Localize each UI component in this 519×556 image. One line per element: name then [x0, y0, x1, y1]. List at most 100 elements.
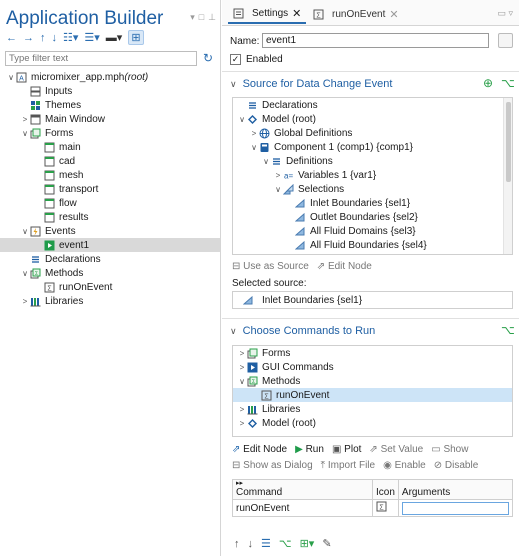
app-tree-item[interactable]: Declarations: [0, 252, 220, 266]
disable-button[interactable]: ⊘ Disable: [433, 460, 479, 471]
add-command-icon[interactable]: ⌥: [278, 538, 292, 550]
app-tree-item[interactable]: flow: [0, 196, 220, 210]
selected-source-field[interactable]: Inlet Boundaries {sel1}: [232, 291, 513, 309]
close-icon[interactable]: ✕: [292, 7, 302, 20]
chevron-right-icon[interactable]: >: [239, 404, 245, 414]
name-lookup-button[interactable]: [498, 33, 513, 48]
table-options-icon[interactable]: ⊞▾: [299, 538, 315, 550]
tree-options-icon[interactable]: ⌥: [501, 323, 515, 337]
chevron-down-icon[interactable]: ∨: [275, 184, 281, 194]
set-value-button[interactable]: ⇗ Set Value: [369, 444, 424, 455]
app-tree-item[interactable]: cad: [0, 154, 220, 168]
tab-settings[interactable]: Settings ✕: [228, 4, 307, 24]
app-tree-item[interactable]: Themes: [0, 98, 220, 112]
arrow-right-icon[interactable]: →: [23, 31, 34, 44]
tree-options-icon[interactable]: ⌥: [501, 76, 515, 90]
maximize-icon[interactable]: □: [198, 12, 205, 22]
show-as-dialog-button[interactable]: ⊟ Show as Dialog: [232, 460, 313, 471]
arrow-left-icon[interactable]: ←: [6, 31, 17, 44]
chevron-down-icon[interactable]: ▾: [190, 12, 195, 22]
chevron-down-icon[interactable]: ∨: [239, 376, 245, 386]
app-tree-item[interactable]: Inputs: [0, 84, 220, 98]
source-tree-item[interactable]: Inlet Boundaries {sel1}: [233, 196, 512, 210]
commands-tree-item[interactable]: >Model (root): [233, 416, 512, 430]
arguments-field[interactable]: [401, 501, 509, 515]
show-button[interactable]: ▭ Show: [431, 444, 469, 455]
pin-icon[interactable]: ⊥: [208, 12, 216, 22]
source-tree-item[interactable]: >a=Variables 1 {var1}: [233, 168, 512, 182]
app-tree-item[interactable]: >Libraries: [0, 294, 220, 308]
chevron-right-icon[interactable]: >: [251, 128, 257, 138]
column-header-arguments[interactable]: Arguments: [397, 479, 514, 500]
move-down-icon[interactable]: ↓: [247, 537, 254, 550]
edit-node-button[interactable]: ⇗ Edit Node: [316, 261, 372, 272]
chevron-down-icon[interactable]: ∨: [8, 72, 14, 82]
edit-node-button[interactable]: ⇗ Edit Node: [232, 444, 288, 455]
chevron-right-icon[interactable]: >: [239, 418, 245, 428]
app-tree-item[interactable]: ∨Events: [0, 224, 220, 238]
app-tree-item[interactable]: results: [0, 210, 220, 224]
source-tree-item[interactable]: Declarations: [233, 98, 512, 112]
use-as-source-button[interactable]: ⊟ Use as Source: [232, 261, 309, 272]
chevron-right-icon[interactable]: >: [275, 170, 281, 180]
chevron-down-icon[interactable]: ∨: [22, 268, 28, 278]
commands-tree-item[interactable]: >Forms: [233, 346, 512, 360]
icon-cell[interactable]: Σ: [372, 499, 399, 517]
delete-rows-icon[interactable]: ☰: [261, 538, 271, 550]
column-header-icon[interactable]: Icon: [372, 479, 399, 500]
chevron-right-icon[interactable]: >: [22, 114, 28, 124]
collapse-all-icon[interactable]: ☰▾: [84, 32, 100, 44]
arrow-down-icon[interactable]: ↓: [51, 31, 58, 44]
table-row[interactable]: runOnEvent Σ: [232, 499, 514, 517]
add-node-icon[interactable]: ▬▾: [105, 32, 123, 44]
source-tree-item[interactable]: ∨Component 1 (comp1) {comp1}: [233, 140, 512, 154]
command-cell[interactable]: runOnEvent: [232, 499, 373, 517]
chevron-right-icon[interactable]: >: [22, 296, 28, 306]
source-tree-item[interactable]: All Fluid Domains {sel3}: [233, 224, 512, 238]
enable-button[interactable]: ◉ Enable: [383, 460, 426, 471]
arrow-up-icon[interactable]: ↑: [40, 31, 46, 44]
app-tree-item[interactable]: mesh: [0, 168, 220, 182]
source-tree-item[interactable]: >Global Definitions: [233, 126, 512, 140]
source-tree-item[interactable]: ∨Selections: [233, 182, 512, 196]
menu-icon[interactable]: ▿: [508, 8, 513, 18]
run-button[interactable]: ▶ Run: [295, 444, 324, 455]
chevron-right-icon[interactable]: >: [239, 362, 245, 372]
source-section-header[interactable]: ∨ Source for Data Change Event: [230, 75, 392, 93]
refresh-icon[interactable]: ↻: [203, 51, 214, 65]
edit-icon[interactable]: ✎: [322, 538, 332, 550]
chevron-down-icon[interactable]: ∨: [22, 226, 28, 236]
source-tree-item[interactable]: Outlet Boundaries {sel2}: [233, 210, 512, 224]
name-field[interactable]: event1: [262, 33, 489, 48]
plot-button[interactable]: ▣ Plot: [331, 444, 362, 455]
chevron-down-icon[interactable]: ∨: [239, 114, 245, 124]
expand-all-icon[interactable]: ☷▾: [63, 32, 79, 44]
chevron-down-icon[interactable]: ∨: [22, 128, 28, 138]
commands-tree-item[interactable]: >GUI Commands: [233, 360, 512, 374]
app-tree-item[interactable]: transport: [0, 182, 220, 196]
move-up-icon[interactable]: ↑: [234, 537, 240, 550]
filter-input[interactable]: [5, 51, 197, 66]
chevron-right-icon[interactable]: >: [239, 348, 245, 358]
chevron-down-icon[interactable]: ∨: [263, 156, 269, 166]
source-tree-item[interactable]: ∨Definitions: [233, 154, 512, 168]
column-header-command[interactable]: ▸▸Command: [232, 479, 373, 500]
app-tree-item[interactable]: main: [0, 140, 220, 154]
add-icon[interactable]: ⊕: [483, 76, 494, 90]
close-icon[interactable]: ✕: [389, 8, 399, 21]
minimize-icon[interactable]: ▭: [497, 8, 506, 18]
arguments-cell[interactable]: [397, 499, 514, 517]
import-file-button[interactable]: ⤒ Import File: [320, 460, 376, 471]
commands-tree-item[interactable]: >Libraries: [233, 402, 512, 416]
scrollbar[interactable]: [503, 98, 512, 254]
chevron-down-icon[interactable]: ∨: [251, 142, 257, 152]
app-tree-item[interactable]: event1: [0, 238, 220, 252]
app-tree-item[interactable]: >Main Window: [0, 112, 220, 126]
commands-section-header[interactable]: ∨ Choose Commands to Run: [230, 322, 375, 340]
enabled-checkbox[interactable]: ✓: [230, 54, 241, 65]
